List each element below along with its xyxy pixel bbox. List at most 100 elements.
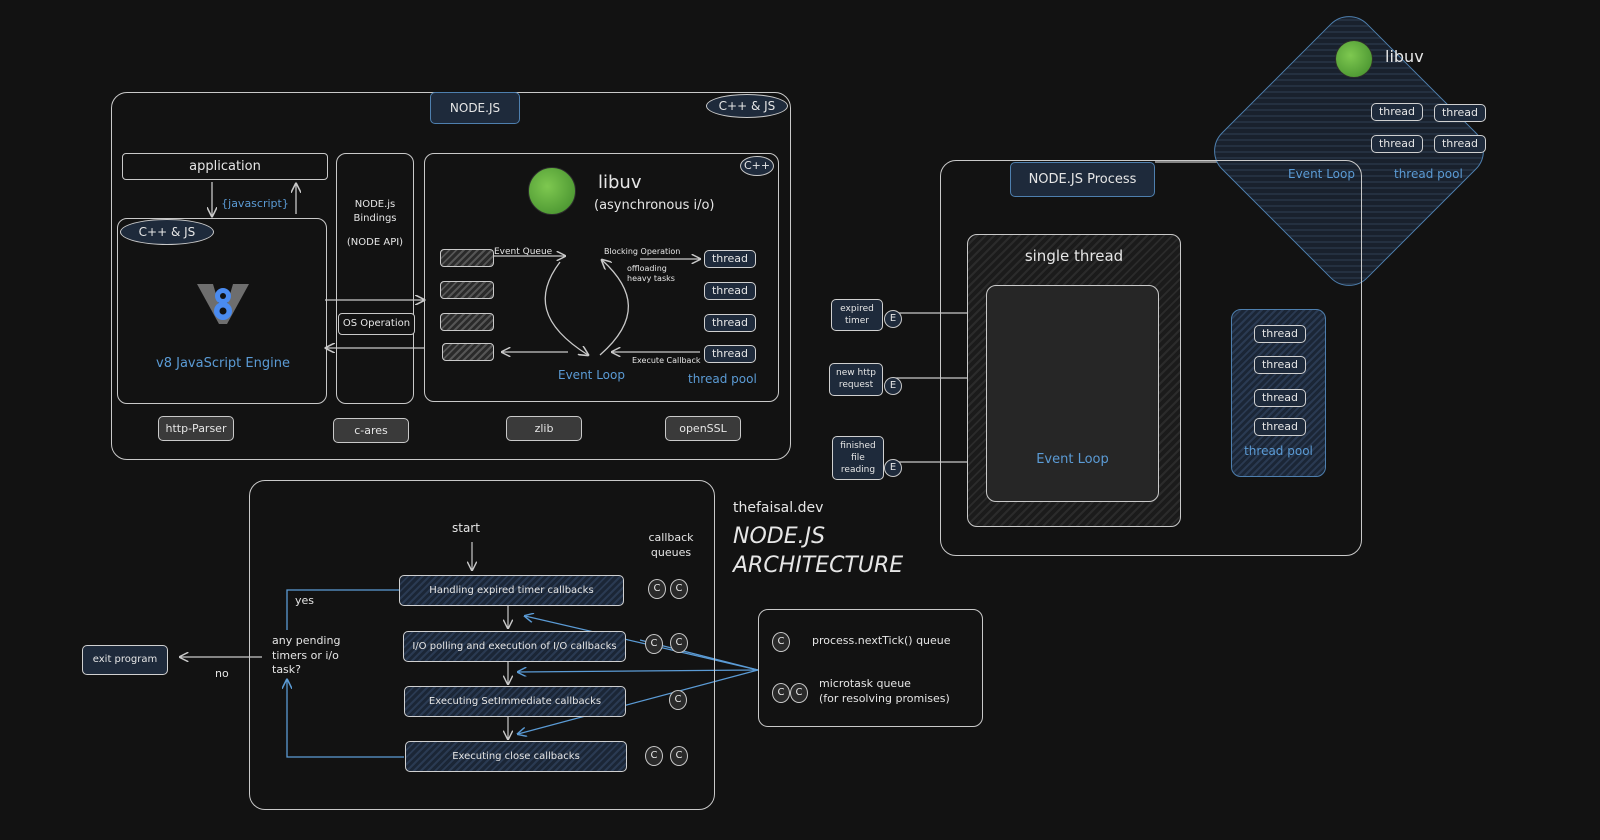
bindings-line3: (NODE API) <box>346 237 404 248</box>
title-line1: NODE.JS <box>733 524 826 549</box>
javascript-tag: {javascript} <box>221 197 289 210</box>
exit-program-box: exit program <box>82 645 168 675</box>
question-line1: any pending <box>272 634 341 647</box>
offloading-line2: heavy tasks <box>627 274 675 283</box>
phase1-queue-c2: C <box>670 579 688 599</box>
dep-c-ares: c-ares <box>333 418 409 443</box>
diamond-thread-pool-label: thread pool <box>1394 167 1463 181</box>
v8-engine-box <box>117 218 327 404</box>
os-operation-box: OS Operation <box>338 313 415 335</box>
micro-arrow-3 <box>518 669 759 734</box>
event-queue-label: Event Queue <box>494 247 553 257</box>
process-frame <box>940 160 1362 556</box>
phase2-queue-c1: C <box>645 634 663 654</box>
phase4-queue-c2: C <box>670 746 688 766</box>
event-file-reading: finished file reading <box>832 436 884 480</box>
microtask-box <box>758 609 983 727</box>
libuv-subtitle: (asynchronous i/o) <box>594 198 715 213</box>
event-badge-2: E <box>884 377 902 395</box>
loop-arc-left <box>544 261 588 355</box>
phase-timers: Handling expired timer callbacks <box>399 575 624 606</box>
event-queue-slot-3 <box>440 313 494 331</box>
libuv-thread-2: thread <box>704 282 756 300</box>
question-line3: task? <box>272 663 301 676</box>
phase4-queue-c1: C <box>645 746 663 766</box>
bindings-box <box>336 153 414 404</box>
bindings-line2: Bindings <box>353 213 397 224</box>
diamond-thread-3: thread <box>1371 135 1423 153</box>
diamond-thread-1: thread <box>1371 103 1423 121</box>
process-thread-4: thread <box>1254 418 1306 436</box>
process-thread-pool-label: thread pool <box>1244 444 1313 458</box>
event-http-request: new http request <box>829 363 883 396</box>
phase-io-polling: I/O polling and execution of I/O callbac… <box>403 631 626 662</box>
libuv-thread-3: thread <box>704 314 756 332</box>
offloading-line1: offloading <box>627 264 667 273</box>
microtask-line2: (for resolving promises) <box>819 692 950 705</box>
title-line2: ARCHITECTURE <box>733 553 904 578</box>
cpp-js-badge: C++ & JS <box>706 94 788 118</box>
process-event-loop-label: Event Loop <box>1036 452 1109 467</box>
process-event-loop-box <box>986 285 1159 502</box>
yes-label: yes <box>295 594 315 607</box>
diamond-thread-4: thread <box>1434 135 1486 153</box>
event-queue-slot-4 <box>442 343 494 361</box>
application-box: application <box>122 153 328 180</box>
os-operation-label: OS Operation <box>342 318 411 329</box>
v8-label: v8 JavaScript Engine <box>156 356 290 371</box>
libuv-dino-icon <box>528 167 576 215</box>
event-queue-slot-2 <box>440 281 494 299</box>
microtask-line1: microtask queue <box>819 677 911 690</box>
event-queue-slot-1 <box>440 249 494 267</box>
process-thread-2: thread <box>1254 356 1306 374</box>
phase-close-callbacks: Executing close callbacks <box>405 741 627 772</box>
bindings-line1: NODE.js <box>354 199 396 210</box>
loop-arc-right <box>599 260 630 356</box>
diamond-event-loop-label: Event Loop <box>1288 167 1355 181</box>
libuv-box <box>424 153 779 402</box>
phase2-queue-c2: C <box>670 633 688 653</box>
dep-openssl: openSSL <box>665 416 741 441</box>
event-badge-1: E <box>884 310 902 328</box>
dep-zlib: zlib <box>506 416 582 441</box>
next-tick-label: process.nextTick() queue <box>812 634 951 647</box>
process-header: NODE.JS Process <box>1010 162 1155 197</box>
event-badge-3: E <box>884 459 902 477</box>
start-label: start <box>452 521 480 535</box>
blocking-operation-label: Blocking Operation <box>604 247 681 256</box>
micro-arrow-1 <box>525 616 759 671</box>
callback-queues-line1: callback <box>648 531 694 544</box>
callback-queues-line2: queues <box>650 546 692 559</box>
arrow-yes <box>286 589 399 630</box>
event-expired-timer: expired timer <box>831 299 883 331</box>
event-loop-phases-frame <box>249 480 715 810</box>
phase3-queue-c1: C <box>669 690 687 710</box>
next-tick-c: C <box>772 632 790 652</box>
libuv-event-loop-label: Event Loop <box>558 368 625 382</box>
question-line2: timers or i/o <box>272 649 339 662</box>
v8-logo-icon <box>197 280 249 326</box>
diamond-libuv-title: libuv <box>1385 47 1424 66</box>
microtask-c2: C <box>790 683 808 703</box>
site-label: thefaisal.dev <box>733 500 824 516</box>
libuv-thread-pool-label: thread pool <box>688 372 757 386</box>
dep-http-parser: http-Parser <box>158 416 234 441</box>
microtask-c1: C <box>772 683 790 703</box>
v8-badge: C++ & JS <box>120 219 214 245</box>
micro-arrow-2 <box>518 670 759 672</box>
cpp-badge: C++ <box>740 156 774 176</box>
phase1-queue-c1: C <box>648 579 666 599</box>
phase-set-immediate: Executing SetImmediate callbacks <box>404 686 626 717</box>
arrow-loop-back <box>287 680 404 758</box>
no-label: no <box>215 667 229 680</box>
single-thread-label: single thread <box>1024 247 1124 265</box>
process-thread-1: thread <box>1254 325 1306 343</box>
process-thread-3: thread <box>1254 389 1306 407</box>
execute-callback-label: Execute Callback <box>632 356 701 365</box>
diamond-dino-icon <box>1335 40 1373 78</box>
nodejs-header: NODE.JS <box>430 92 520 124</box>
diamond-thread-2: thread <box>1434 104 1486 122</box>
libuv-thread-4: thread <box>704 345 756 363</box>
libuv-title: libuv <box>598 172 642 193</box>
libuv-thread-1: thread <box>704 250 756 268</box>
